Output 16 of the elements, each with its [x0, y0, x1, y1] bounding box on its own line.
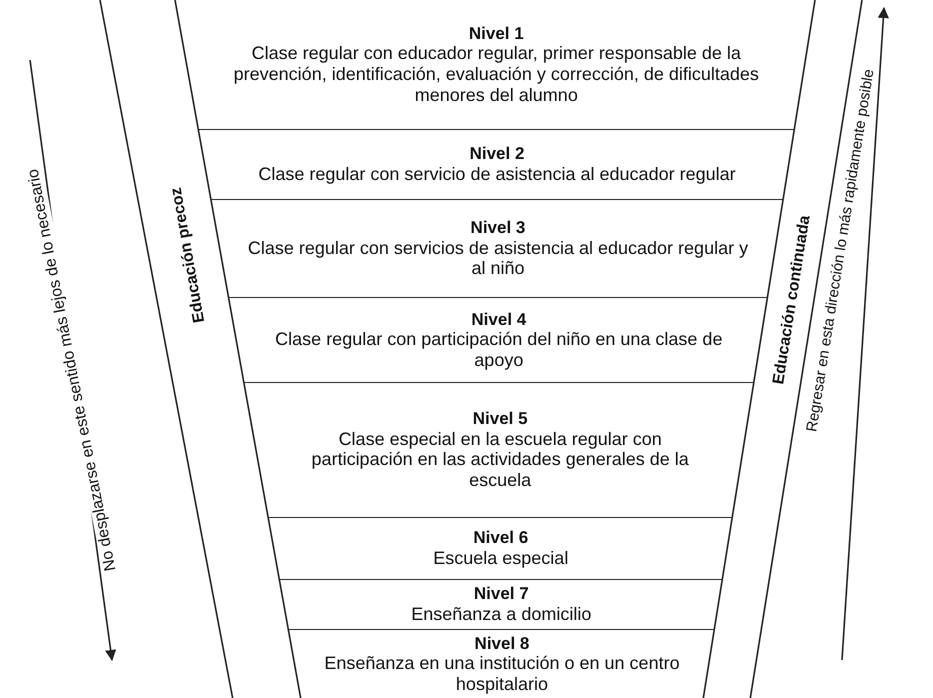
level-description: Clase regular con participación del niño en una clase de apoyo — [274, 329, 724, 370]
level-description: Clase especial en la escuela regular con participación en las actividades generales de la escuela — [310, 428, 690, 491]
level-heading: Nivel 8 — [474, 634, 530, 654]
level-description: Clase regular con educador regular, primer responsable de la prevención, identificación, evaluación y corrección, de dificultades menores del alumno — [232, 43, 760, 106]
level-description: Enseñanza a domicilio — [410, 604, 592, 625]
level-description: Enseñanza en una institución o en un centro hospitalario — [323, 653, 681, 694]
level-description: Escuela especial — [432, 548, 570, 569]
level-heading: Nivel 3 — [470, 218, 526, 238]
level-description: Clase regular con servicio de asistencia al educador regular — [257, 164, 737, 185]
level-heading: Nivel 7 — [472, 584, 530, 604]
level-heading: Nivel 1 — [468, 24, 525, 44]
level-heading: Nivel 2 — [468, 144, 526, 164]
level-description: Clase regular con servicios de asistencia al educador regular y al niño — [246, 238, 750, 279]
level-heading: Nivel 6 — [472, 528, 530, 548]
level-heading: Nivel 4 — [470, 310, 528, 330]
level-heading: Nivel 5 — [472, 409, 529, 429]
